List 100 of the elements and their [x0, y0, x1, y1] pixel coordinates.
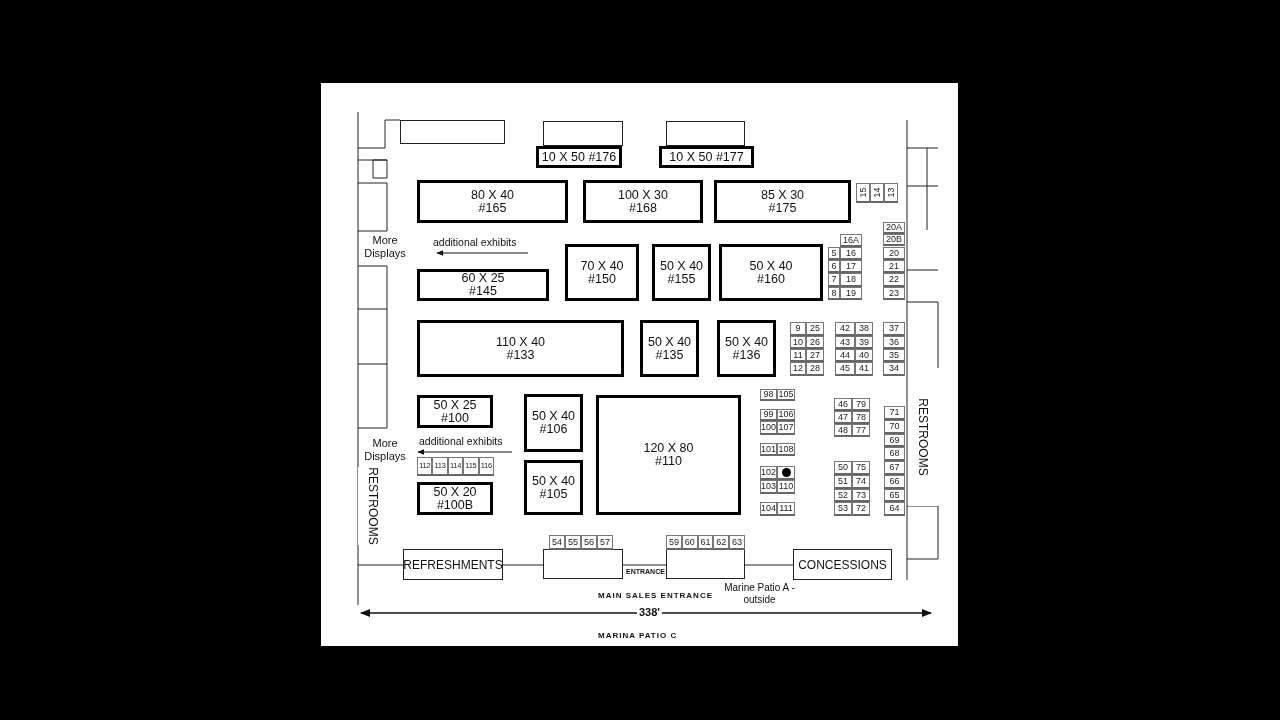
booth-label: 50 X 25 [433, 398, 477, 412]
booth-cell [834, 475, 852, 489]
booth-number: 50 [838, 463, 848, 472]
booth-number: 67 [889, 463, 900, 472]
booth-cell [884, 406, 905, 420]
booth-cell [855, 362, 873, 376]
booth-number: 26 [810, 337, 820, 347]
booth-box [583, 180, 703, 223]
booth-number: 63 [732, 537, 743, 547]
booth-cell [806, 336, 824, 349]
booth-cell [835, 336, 855, 349]
booth-cell [884, 420, 905, 434]
booth-label: 50 X 40 [749, 259, 793, 273]
booth-number: 28 [810, 364, 820, 373]
booth-number: 53 [838, 504, 848, 513]
booth-box [417, 320, 624, 377]
booth-label: 85 X 30 [760, 188, 805, 202]
booth-cell [852, 424, 870, 437]
booth-cell [884, 489, 905, 502]
booth-label: #133 [506, 348, 535, 362]
booth-label: 70 X 40 [580, 259, 624, 273]
booth-cell [884, 447, 905, 461]
booth-cell [840, 273, 862, 287]
booth-number: 60 [684, 537, 695, 547]
booth-number: 99 [763, 410, 774, 419]
booth-label: #175 [768, 201, 797, 215]
booth-number: 47 [838, 412, 848, 422]
booth-cell [834, 424, 852, 437]
booth-number: 98 [763, 390, 774, 399]
booth-number: 101 [761, 444, 776, 454]
booth-label: #105 [539, 487, 568, 501]
booth-cell [883, 322, 905, 336]
booth-number: 52 [838, 490, 848, 500]
booth-number: 57 [600, 537, 610, 547]
booth-cell [834, 411, 852, 424]
booth-label: 80 X 40 [470, 188, 515, 202]
booth-number: 44 [840, 350, 850, 360]
booth-cell [884, 475, 905, 489]
booth-cell [834, 489, 852, 502]
booth-number: 7 [831, 275, 837, 284]
booth-number: 22 [889, 275, 899, 284]
booth-label: 50 X 40 [531, 474, 576, 488]
booth-number: 16 [846, 248, 856, 258]
booth-number: 107 [778, 423, 794, 432]
booth-box [417, 482, 493, 515]
booth-cell [852, 461, 870, 475]
booth-cell [870, 183, 884, 203]
booth-number: 8 [831, 288, 837, 298]
booth-number: 35 [889, 350, 899, 360]
booth-number: 110 [778, 482, 794, 491]
booth-number: 45 [840, 364, 850, 373]
booth-label: CONCESSIONS [798, 557, 887, 572]
booth-cell [884, 183, 898, 203]
room-label: RESTROOMS [916, 398, 930, 476]
booth-number: 46 [838, 399, 848, 409]
booth-number: 38 [859, 324, 869, 333]
booth-cell [835, 349, 855, 362]
booth-cell [777, 466, 795, 480]
booth-label: 120 X 80 [643, 442, 694, 455]
booth-number: 48 [838, 425, 848, 435]
booth-label: REFRESHMENTS [403, 557, 503, 572]
booth-number: 43 [840, 337, 850, 347]
booth-box [596, 395, 741, 515]
booth-label: 50 X 40 [659, 259, 704, 273]
booth-cell [884, 502, 905, 516]
booth-label: #106 [539, 423, 568, 436]
booth-cell [834, 502, 852, 516]
booth-label: #100 [441, 411, 469, 425]
booth-cell [855, 336, 873, 349]
booth-label: #165 [478, 201, 507, 215]
booth-box [659, 146, 754, 168]
booth-label: 10 X 50 #177 [669, 150, 744, 164]
booth-label: #136 [732, 348, 761, 362]
booth-number: 104 [761, 504, 776, 513]
booth-number: 14 [872, 187, 882, 198]
booth-label: 50 X 40 [647, 335, 692, 349]
booth-cell [806, 362, 824, 376]
booth-number: 34 [889, 364, 899, 373]
booth-number: 23 [889, 288, 899, 298]
booth-label: #150 [588, 272, 616, 286]
booth-box [536, 146, 622, 168]
booth-number: 36 [889, 337, 899, 347]
booth-box [714, 180, 851, 223]
booth-cell [883, 260, 905, 273]
booth-number: 65 [889, 490, 900, 500]
booth-label: 10 X 50 #176 [541, 150, 617, 164]
booth-number: 59 [668, 537, 679, 547]
booth-label: #110 [655, 455, 682, 468]
entrance-label: MAIN SALES ENTRANCE [598, 591, 713, 600]
booth-label: #168 [629, 201, 657, 215]
booth-cell [883, 362, 905, 376]
booth-number: 79 [856, 399, 866, 409]
area-note: More Displays [363, 234, 407, 261]
booth-cell [852, 411, 870, 424]
booth-cell [840, 247, 862, 260]
booth-number: 75 [856, 463, 866, 472]
booth-box [717, 320, 776, 377]
room-label: RESTROOMS [365, 467, 380, 545]
booth-cell [883, 349, 905, 362]
booth-number: 20A [886, 223, 902, 232]
